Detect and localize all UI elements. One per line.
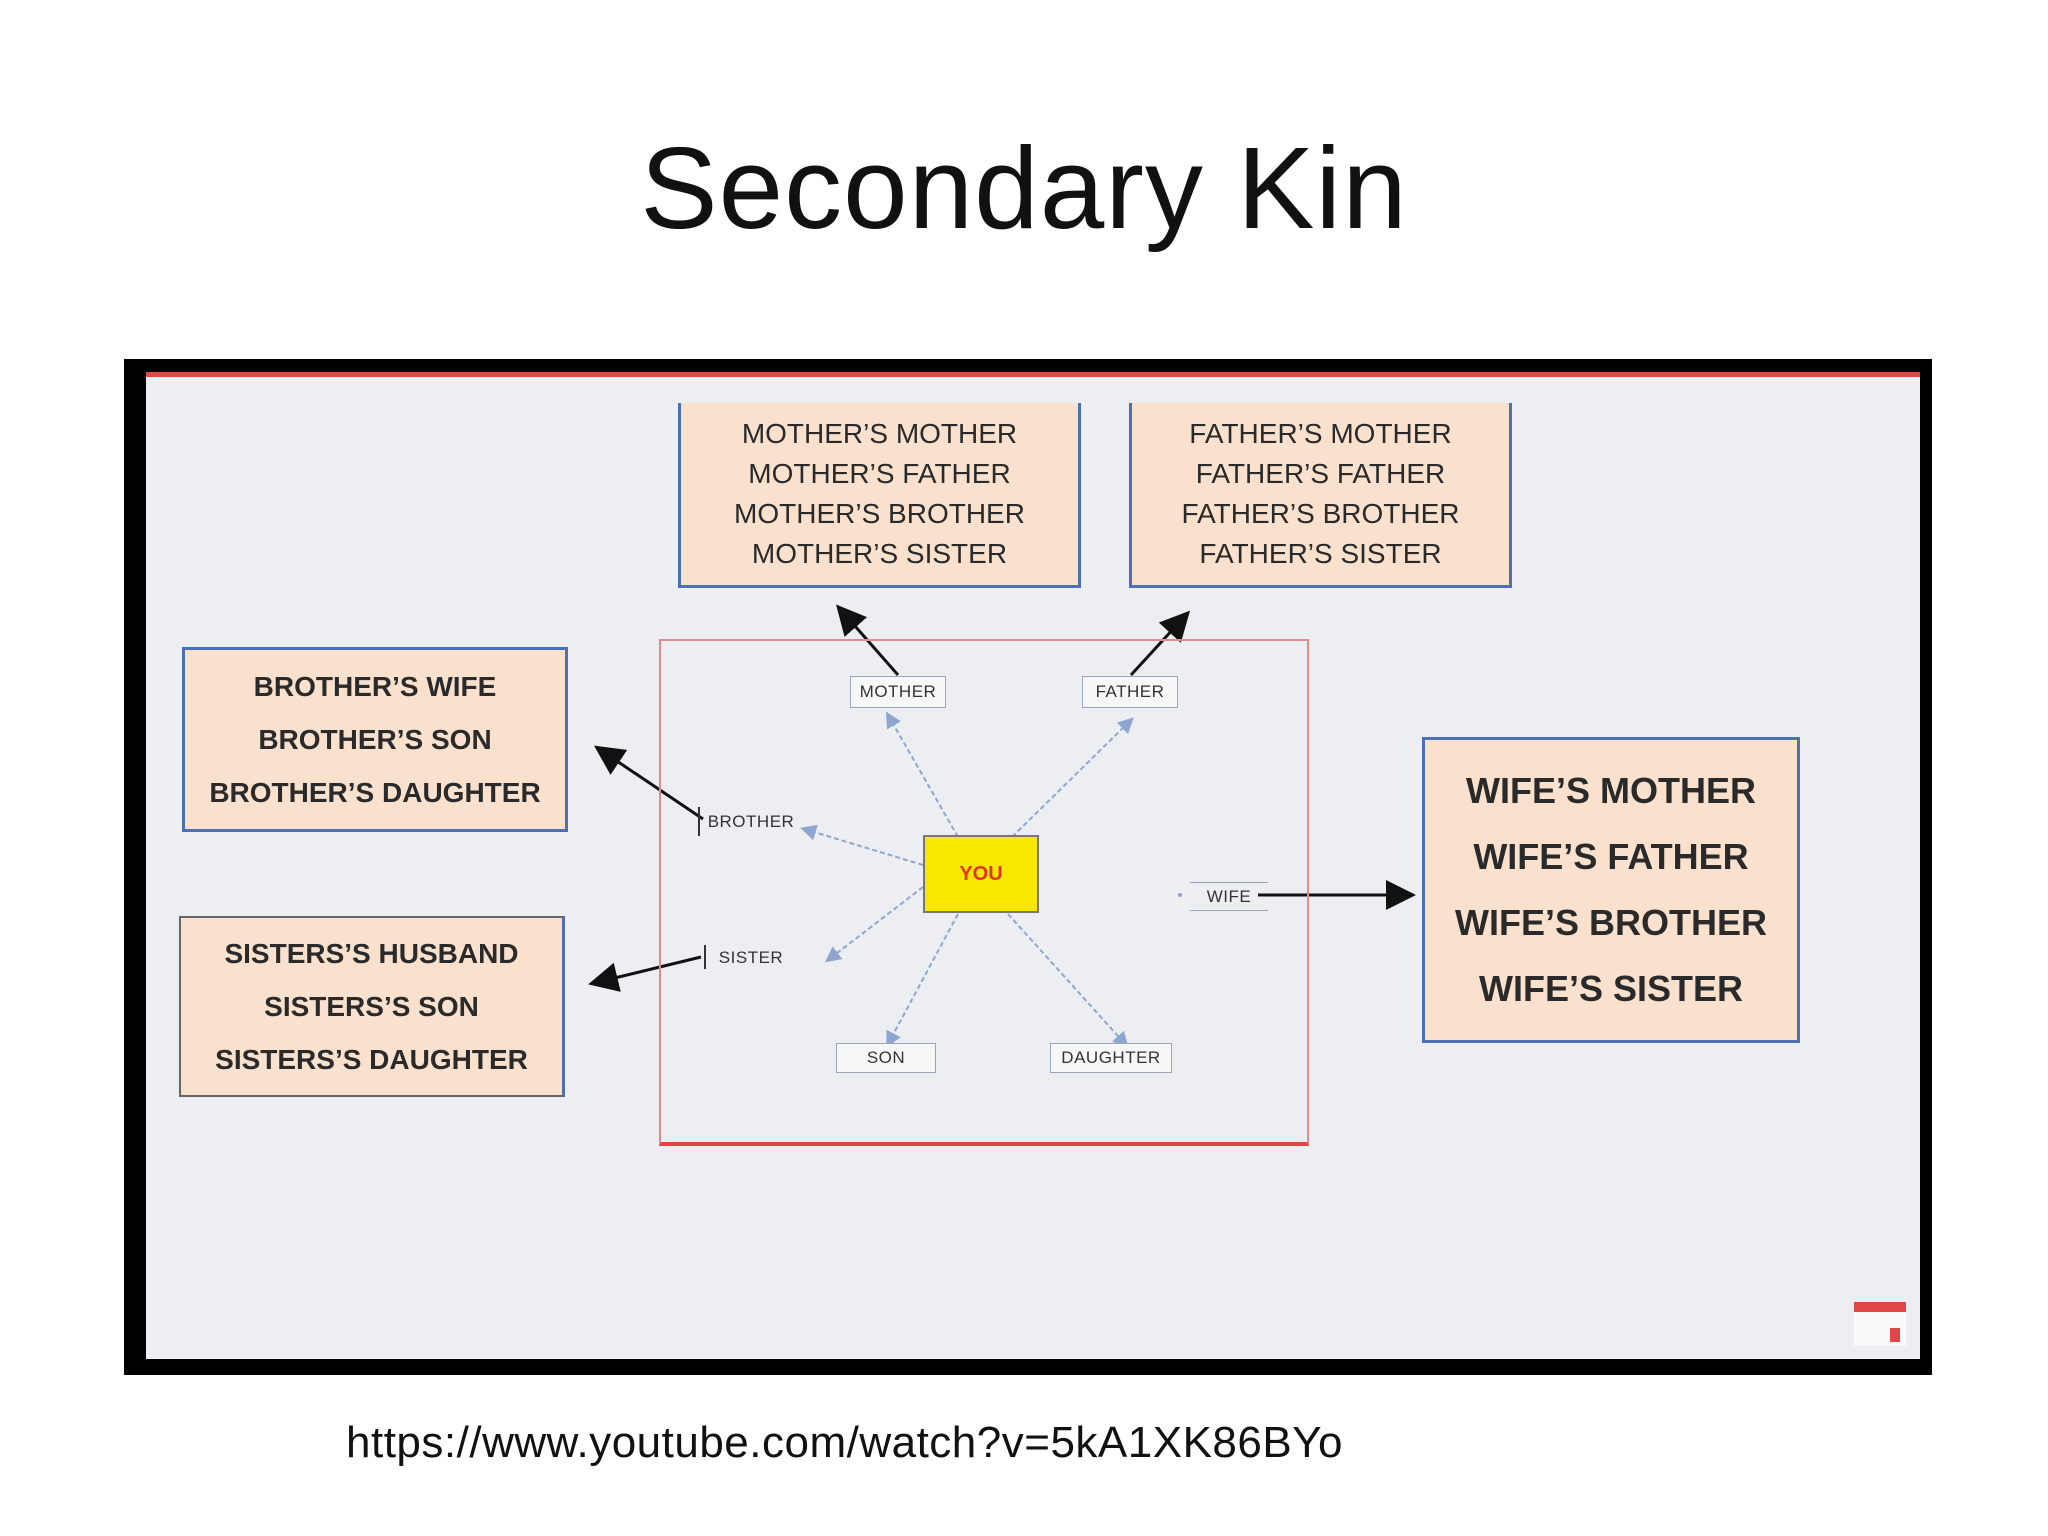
kin-item: MOTHER’S MOTHER [741, 418, 1018, 449]
kin-item: BROTHER’S WIFE [253, 671, 497, 702]
kin-item: BROTHER’S SON [258, 724, 492, 755]
wife-dot [1178, 893, 1182, 897]
wife-side-kin-box: WIFE’S MOTHER WIFE’S FATHER WIFE’S BROTH… [1422, 737, 1800, 1043]
line-you-sister [824, 886, 924, 963]
kin-item: MOTHER’S BROTHER [734, 498, 1025, 529]
kin-item: FATHER’S BROTHER [1181, 498, 1460, 529]
connector-lines [588, 604, 1416, 1048]
kin-item: WIFE’S MOTHER [1466, 770, 1756, 811]
arrow-sister-kin [588, 955, 702, 992]
line-you-daughter [1007, 913, 1129, 1048]
video-frame: MOTHER’S MOTHER MOTHER’S FATHER MOTHER’S… [124, 359, 1932, 1375]
line-you-father [1011, 717, 1134, 838]
relative-label-brother: BROTHER [707, 812, 795, 831]
source-url[interactable]: https://www.youtube.com/watch?v=5kA1XK86… [346, 1418, 1343, 1467]
kin-item: FATHER’S MOTHER [1189, 418, 1452, 449]
kin-item: FATHER’S SISTER [1199, 538, 1442, 569]
brother-side-kin-box: BROTHER’S WIFE BROTHER’S SON BROTHER’S D… [182, 647, 568, 832]
line-you-son [886, 913, 959, 1048]
video-logo-badge [1854, 1302, 1906, 1346]
kin-item: MOTHER’S FATHER [748, 458, 1011, 489]
line-you-brother [800, 824, 924, 866]
mother-side-kin-box: MOTHER’S MOTHER MOTHER’S FATHER MOTHER’S… [678, 403, 1081, 588]
kin-item: MOTHER’S SISTER [751, 538, 1008, 569]
relative-label-father: FATHER [1082, 676, 1178, 708]
kin-item: WIFE’S BROTHER [1455, 902, 1767, 943]
relative-label-daughter: DAUGHTER [1050, 1043, 1172, 1073]
arrow-father-kin [1129, 610, 1191, 677]
arrow-brother-kin [594, 745, 704, 821]
kin-item: BROTHER’S DAUGHTER [209, 777, 541, 808]
relative-label-son: SON [836, 1043, 936, 1073]
relative-label-sister: SISTER [718, 948, 784, 967]
you-node: YOU [923, 835, 1039, 913]
kin-item: FATHER’S FATHER [1195, 458, 1446, 489]
relative-label-wife: WIFE [1190, 882, 1268, 911]
kin-item: WIFE’S FATHER [1473, 836, 1749, 877]
kin-item: SISTERS’S DAUGHTER [215, 1044, 528, 1075]
kin-item: SISTERS’S SON [264, 991, 479, 1022]
nuclear-family-frame [659, 639, 1309, 1146]
father-side-kin-box: FATHER’S MOTHER FATHER’S FATHER FATHER’S… [1129, 403, 1512, 588]
sister-side-kin-box: SISTERS’S HUSBAND SISTERS’S SON SISTERS’… [179, 916, 565, 1097]
kin-item: SISTERS’S HUSBAND [224, 938, 519, 969]
diagram-board: MOTHER’S MOTHER MOTHER’S FATHER MOTHER’S… [146, 372, 1920, 1359]
slide-title: Secondary Kin [640, 123, 1408, 253]
kin-item: WIFE’S SISTER [1478, 968, 1744, 1009]
relative-label-mother: MOTHER [850, 676, 946, 708]
arrow-mother-kin [836, 604, 900, 676]
